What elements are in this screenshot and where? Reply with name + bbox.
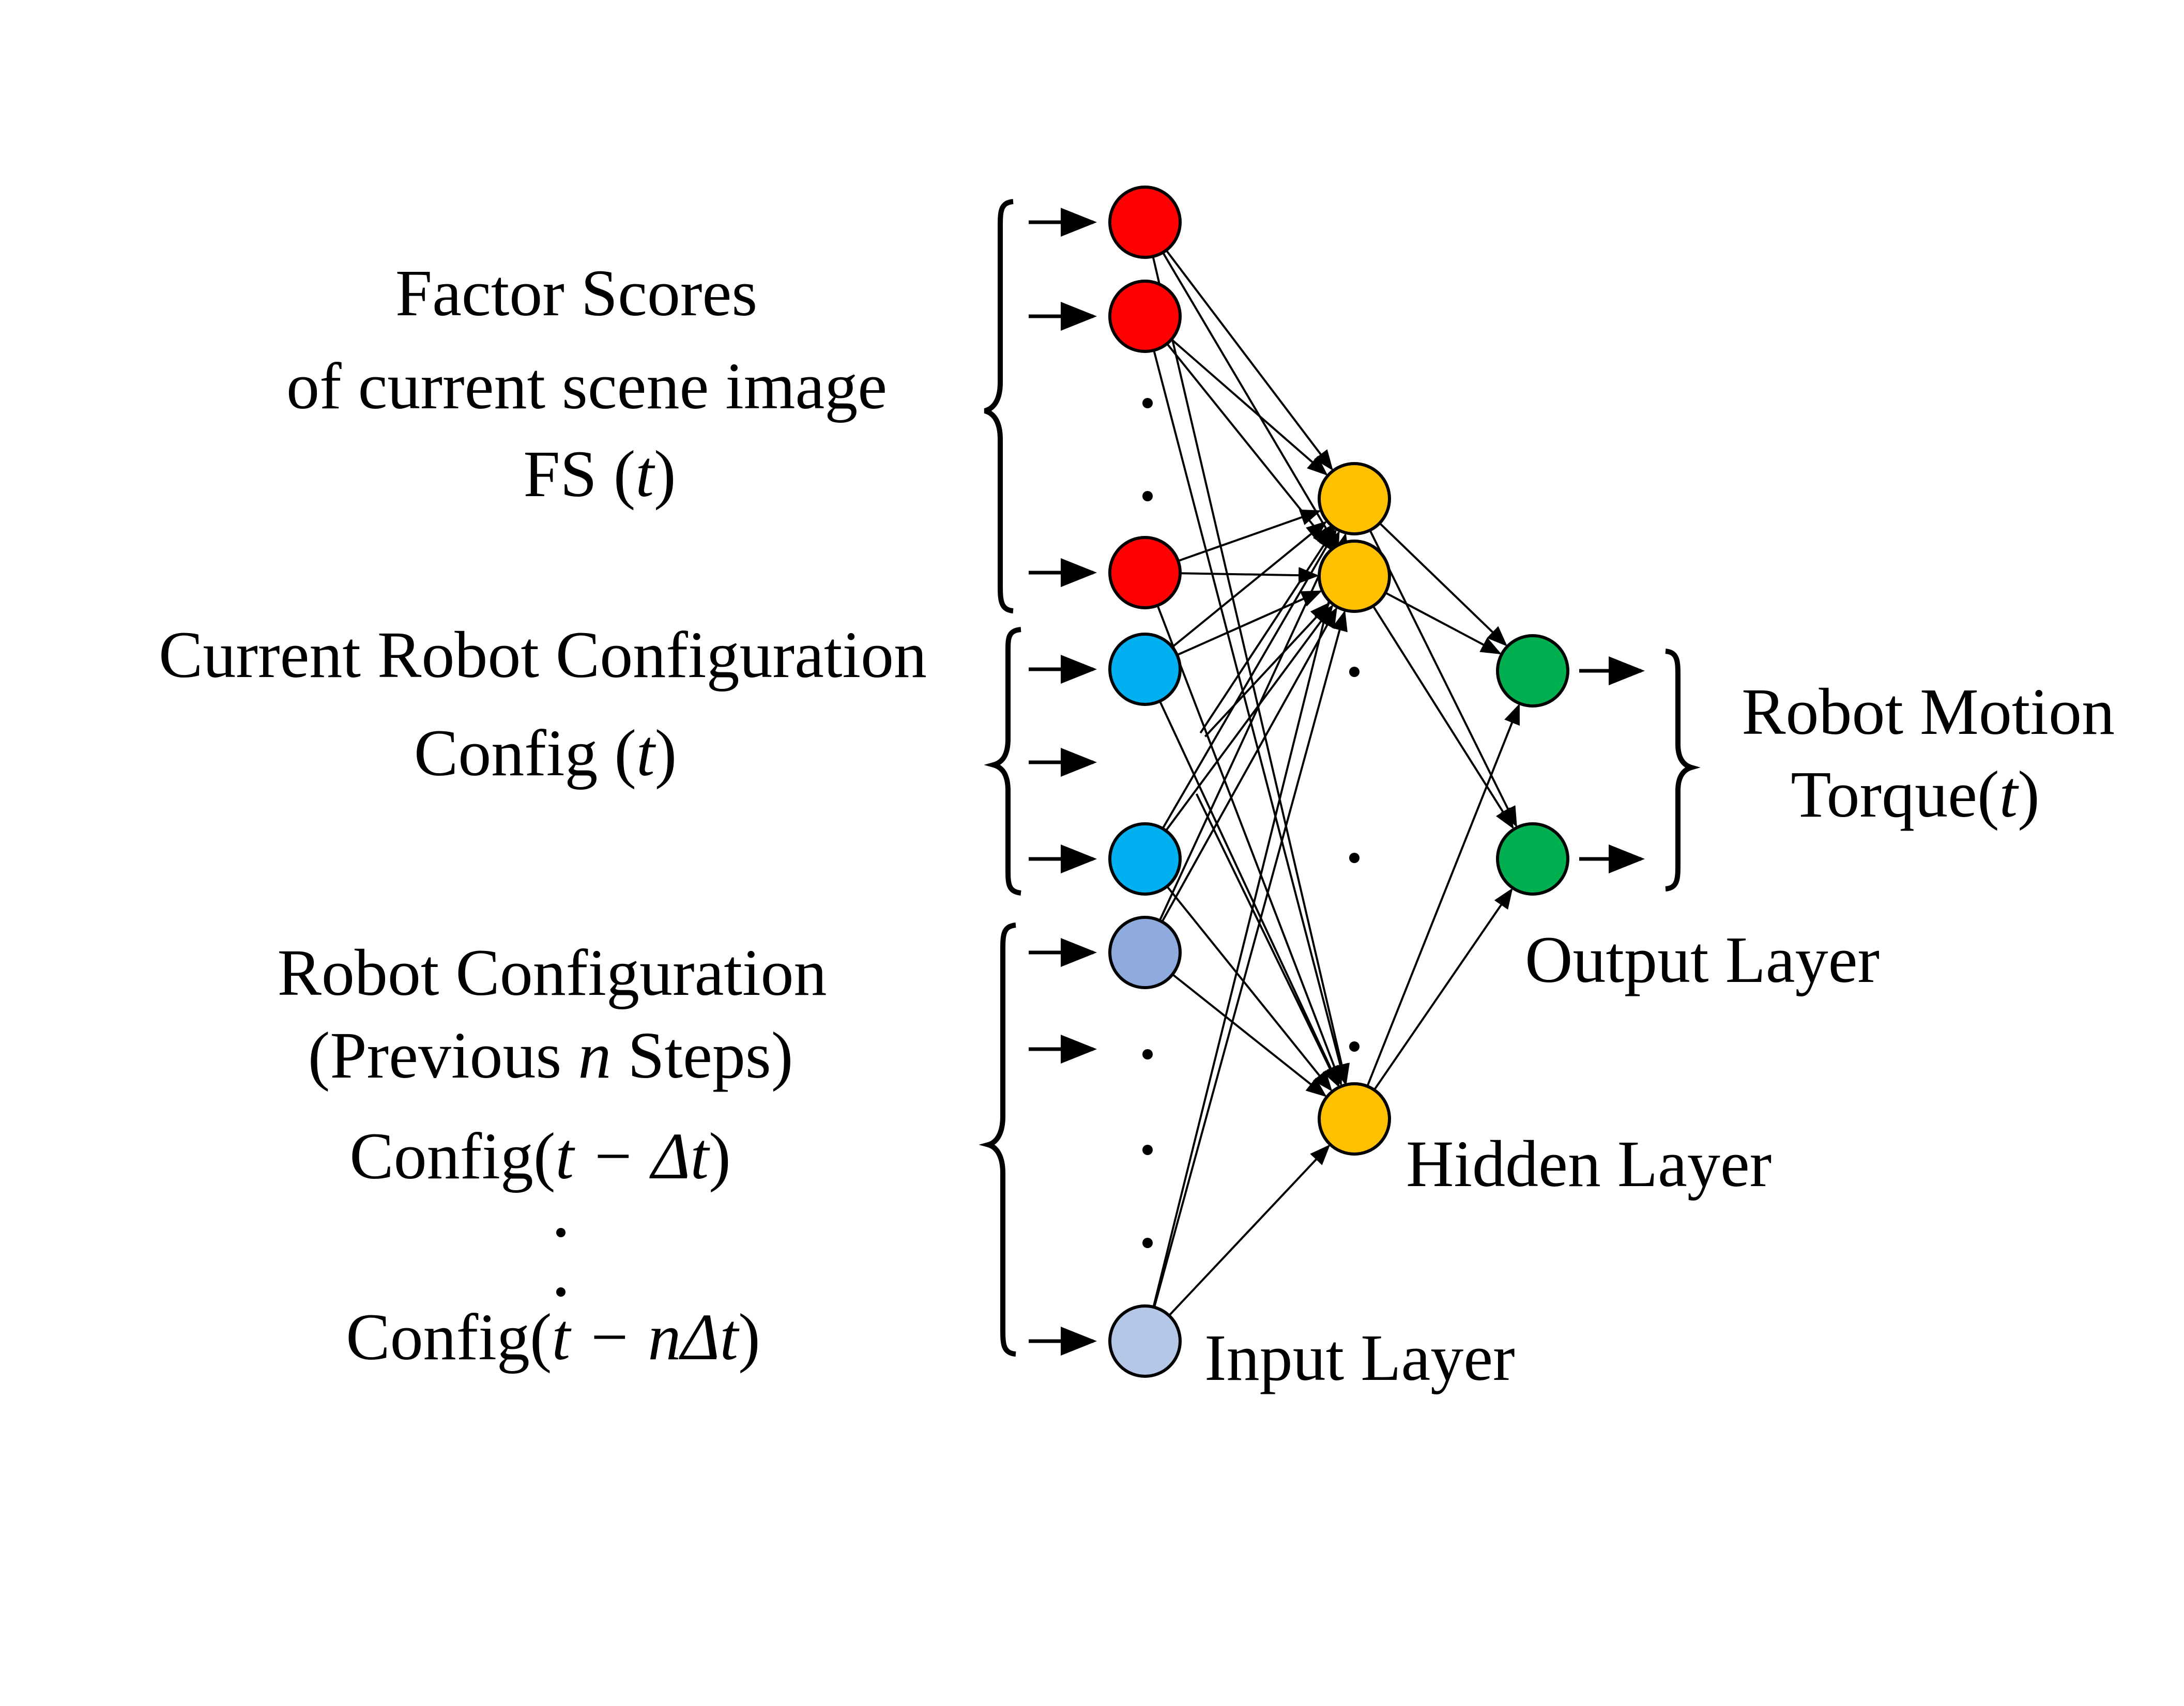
edge-hidden-2-output-1 xyxy=(1373,888,1513,1091)
edge-input-3-hidden-0 xyxy=(1171,520,1327,648)
previous-config-label-line2: (Previous n Steps) xyxy=(308,1019,793,1092)
previous-config-label-line3: Config(t − Δt) xyxy=(349,1119,730,1193)
edge-hidden-0-output-1 xyxy=(1369,530,1517,828)
torque-label: Torque(t) xyxy=(1791,758,2040,831)
previous-config-label-line1: Robot Configuration xyxy=(277,936,827,1009)
input-node-fs-2 xyxy=(1108,280,1182,353)
connections xyxy=(1152,250,1520,1316)
edge-input-2-hidden-0 xyxy=(1178,509,1321,562)
factor-scores-label-line2: of current scene image xyxy=(286,349,887,423)
label-ellipsis-previous xyxy=(556,1228,566,1297)
input-node-cfg-1 xyxy=(1108,633,1182,706)
edge-input-0-hidden-2 xyxy=(1152,256,1350,1085)
brace-factor-scores xyxy=(984,199,1014,613)
robot-motion-label: Robot Motion xyxy=(1742,675,2115,748)
factor-scores-label-line3: FS (t) xyxy=(523,437,676,511)
edge-input-4-hidden-2 xyxy=(1166,885,1333,1092)
edge-input-1-hidden-0 xyxy=(1170,339,1328,476)
hidden-node-2 xyxy=(1318,540,1391,613)
current-config-label-line1: Current Robot Configuration xyxy=(159,618,927,691)
hidden-node-1 xyxy=(1318,462,1391,535)
current-config-label-line2: Config (t) xyxy=(414,716,677,790)
edge-input-6-hidden-1 xyxy=(1153,610,1348,1308)
edge-input-3-hidden-2 xyxy=(1158,700,1340,1087)
input-node-fs-n xyxy=(1108,536,1182,609)
hidden-node-n xyxy=(1318,1082,1391,1156)
edge-input-phantom-hidden-0 xyxy=(1199,528,1335,734)
edge-hidden-1-output-1 xyxy=(1372,605,1514,829)
output-node-1 xyxy=(1496,634,1569,708)
hidden-ellipsis xyxy=(1349,667,1360,1052)
output-layer-label: Output Layer xyxy=(1525,923,1880,996)
edge-input-4-hidden-0 xyxy=(1162,529,1337,829)
input-node-prev-1 xyxy=(1108,916,1182,989)
edge-input-6-hidden-2 xyxy=(1168,1144,1331,1316)
brace-output xyxy=(1665,649,1701,892)
hidden-layer-label: Hidden Layer xyxy=(1406,1127,1771,1201)
input-node-prev-n xyxy=(1108,1304,1182,1378)
previous-config-label-line4: Config(t − nΔt) xyxy=(346,1300,760,1374)
brace-previous-config xyxy=(979,923,1016,1357)
edge-input-6-hidden-0 xyxy=(1152,532,1349,1308)
edge-input-5-hidden-1 xyxy=(1161,607,1337,923)
edge-hidden-2-output-0 xyxy=(1366,703,1520,1087)
edge-input-phantom-hidden-2 xyxy=(1195,793,1339,1087)
edge-hidden-0-output-0 xyxy=(1379,522,1508,647)
edge-input-0-hidden-0 xyxy=(1165,250,1333,471)
edge-input-5-hidden-0 xyxy=(1158,530,1340,921)
input-layer-label: Input Layer xyxy=(1204,1321,1515,1394)
input-ellipsis-factor xyxy=(1142,398,1153,501)
output-node-2 xyxy=(1496,822,1569,896)
brace-current-config xyxy=(984,627,1021,896)
output-arrows xyxy=(1579,656,1645,873)
input-ellipsis-previous xyxy=(1142,1049,1153,1248)
nodes xyxy=(1108,186,1569,1378)
input-node-cfg-n xyxy=(1108,822,1182,896)
edge-hidden-1-output-0 xyxy=(1385,592,1502,655)
input-arrows xyxy=(1029,208,1097,1356)
input-node-fs-1 xyxy=(1108,186,1182,259)
edge-input-2-hidden-1 xyxy=(1180,567,1320,584)
factor-scores-label-line1: Factor Scores xyxy=(395,256,757,330)
edge-input-2-hidden-2 xyxy=(1156,605,1342,1086)
edge-input-4-hidden-1 xyxy=(1165,604,1334,832)
edge-input-3-hidden-1 xyxy=(1177,590,1322,656)
edge-input-5-hidden-2 xyxy=(1171,973,1327,1097)
edge-input-phantom-hidden-1 xyxy=(1204,602,1331,737)
edge-input-0-hidden-1 xyxy=(1162,252,1337,546)
